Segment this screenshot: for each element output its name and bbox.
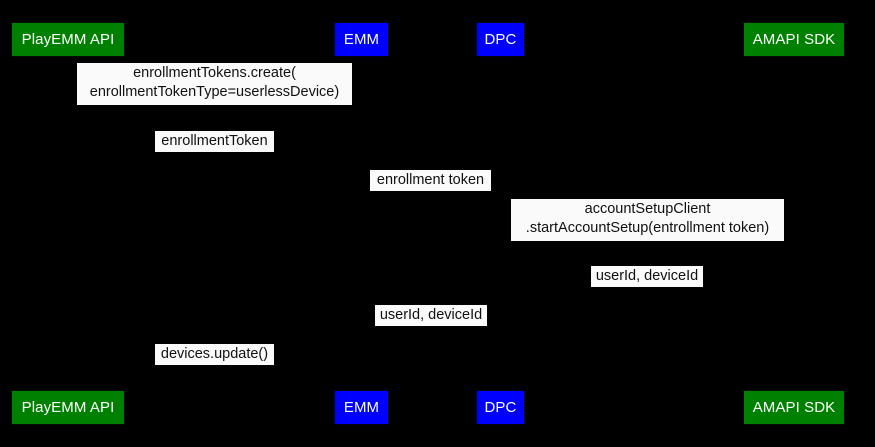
arrow-msg-enrollment-token-return <box>68 156 362 162</box>
arrow-msg-enrollment-tokens-create <box>68 109 362 115</box>
participant-footer-emm[interactable]: EMM <box>334 390 389 425</box>
participant-footer-dpc[interactable]: DPC <box>476 390 525 425</box>
lifeline-dpc <box>500 57 501 390</box>
lifeline-amapi-sdk <box>793 57 795 390</box>
participant-label: DPC <box>484 31 517 48</box>
participant-header-emm[interactable]: EMM <box>334 22 389 57</box>
lifeline-playemm-api <box>67 57 69 390</box>
message-label-msg-devices-update: devices.update() <box>155 344 274 365</box>
participant-header-playemm-api[interactable]: PlayEMM API <box>11 22 125 57</box>
arrow-msg-userid-deviceid-to-emm <box>361 330 501 336</box>
participant-label: DPC <box>484 399 517 416</box>
arrow-msg-enrollment-token-to-dpc <box>361 195 501 201</box>
message-label-msg-userid-deviceid-to-emm: userId, deviceId <box>375 305 487 326</box>
arrow-msg-userid-deviceid-to-dpc <box>500 291 794 297</box>
message-label-msg-start-account-setup: accountSetupClient .startAccountSetup(en… <box>511 199 784 241</box>
participant-label: PlayEMM API <box>21 31 115 48</box>
participant-label: AMAPI SDK <box>752 31 836 48</box>
arrow-msg-devices-update <box>68 369 362 375</box>
participant-footer-amapi-sdk[interactable]: AMAPI SDK <box>743 390 845 425</box>
message-label-msg-enrollment-token-to-dpc: enrollment token <box>370 170 491 191</box>
participant-header-dpc[interactable]: DPC <box>476 22 525 57</box>
message-label-msg-enrollment-token-return: enrollmentToken <box>155 131 274 152</box>
participant-label: EMM <box>343 31 380 48</box>
arrow-msg-start-account-setup <box>500 245 794 251</box>
lifeline-emm <box>361 57 362 390</box>
message-label-msg-enrollment-tokens-create: enrollmentTokens.create( enrollmentToken… <box>77 63 352 105</box>
participant-label: EMM <box>343 399 380 416</box>
participant-footer-playemm-api[interactable]: PlayEMM API <box>11 390 125 425</box>
participant-label: PlayEMM API <box>21 399 115 416</box>
participant-header-amapi-sdk[interactable]: AMAPI SDK <box>743 22 845 57</box>
message-label-msg-userid-deviceid-to-dpc: userId, deviceId <box>591 266 703 287</box>
participant-label: AMAPI SDK <box>752 399 836 416</box>
